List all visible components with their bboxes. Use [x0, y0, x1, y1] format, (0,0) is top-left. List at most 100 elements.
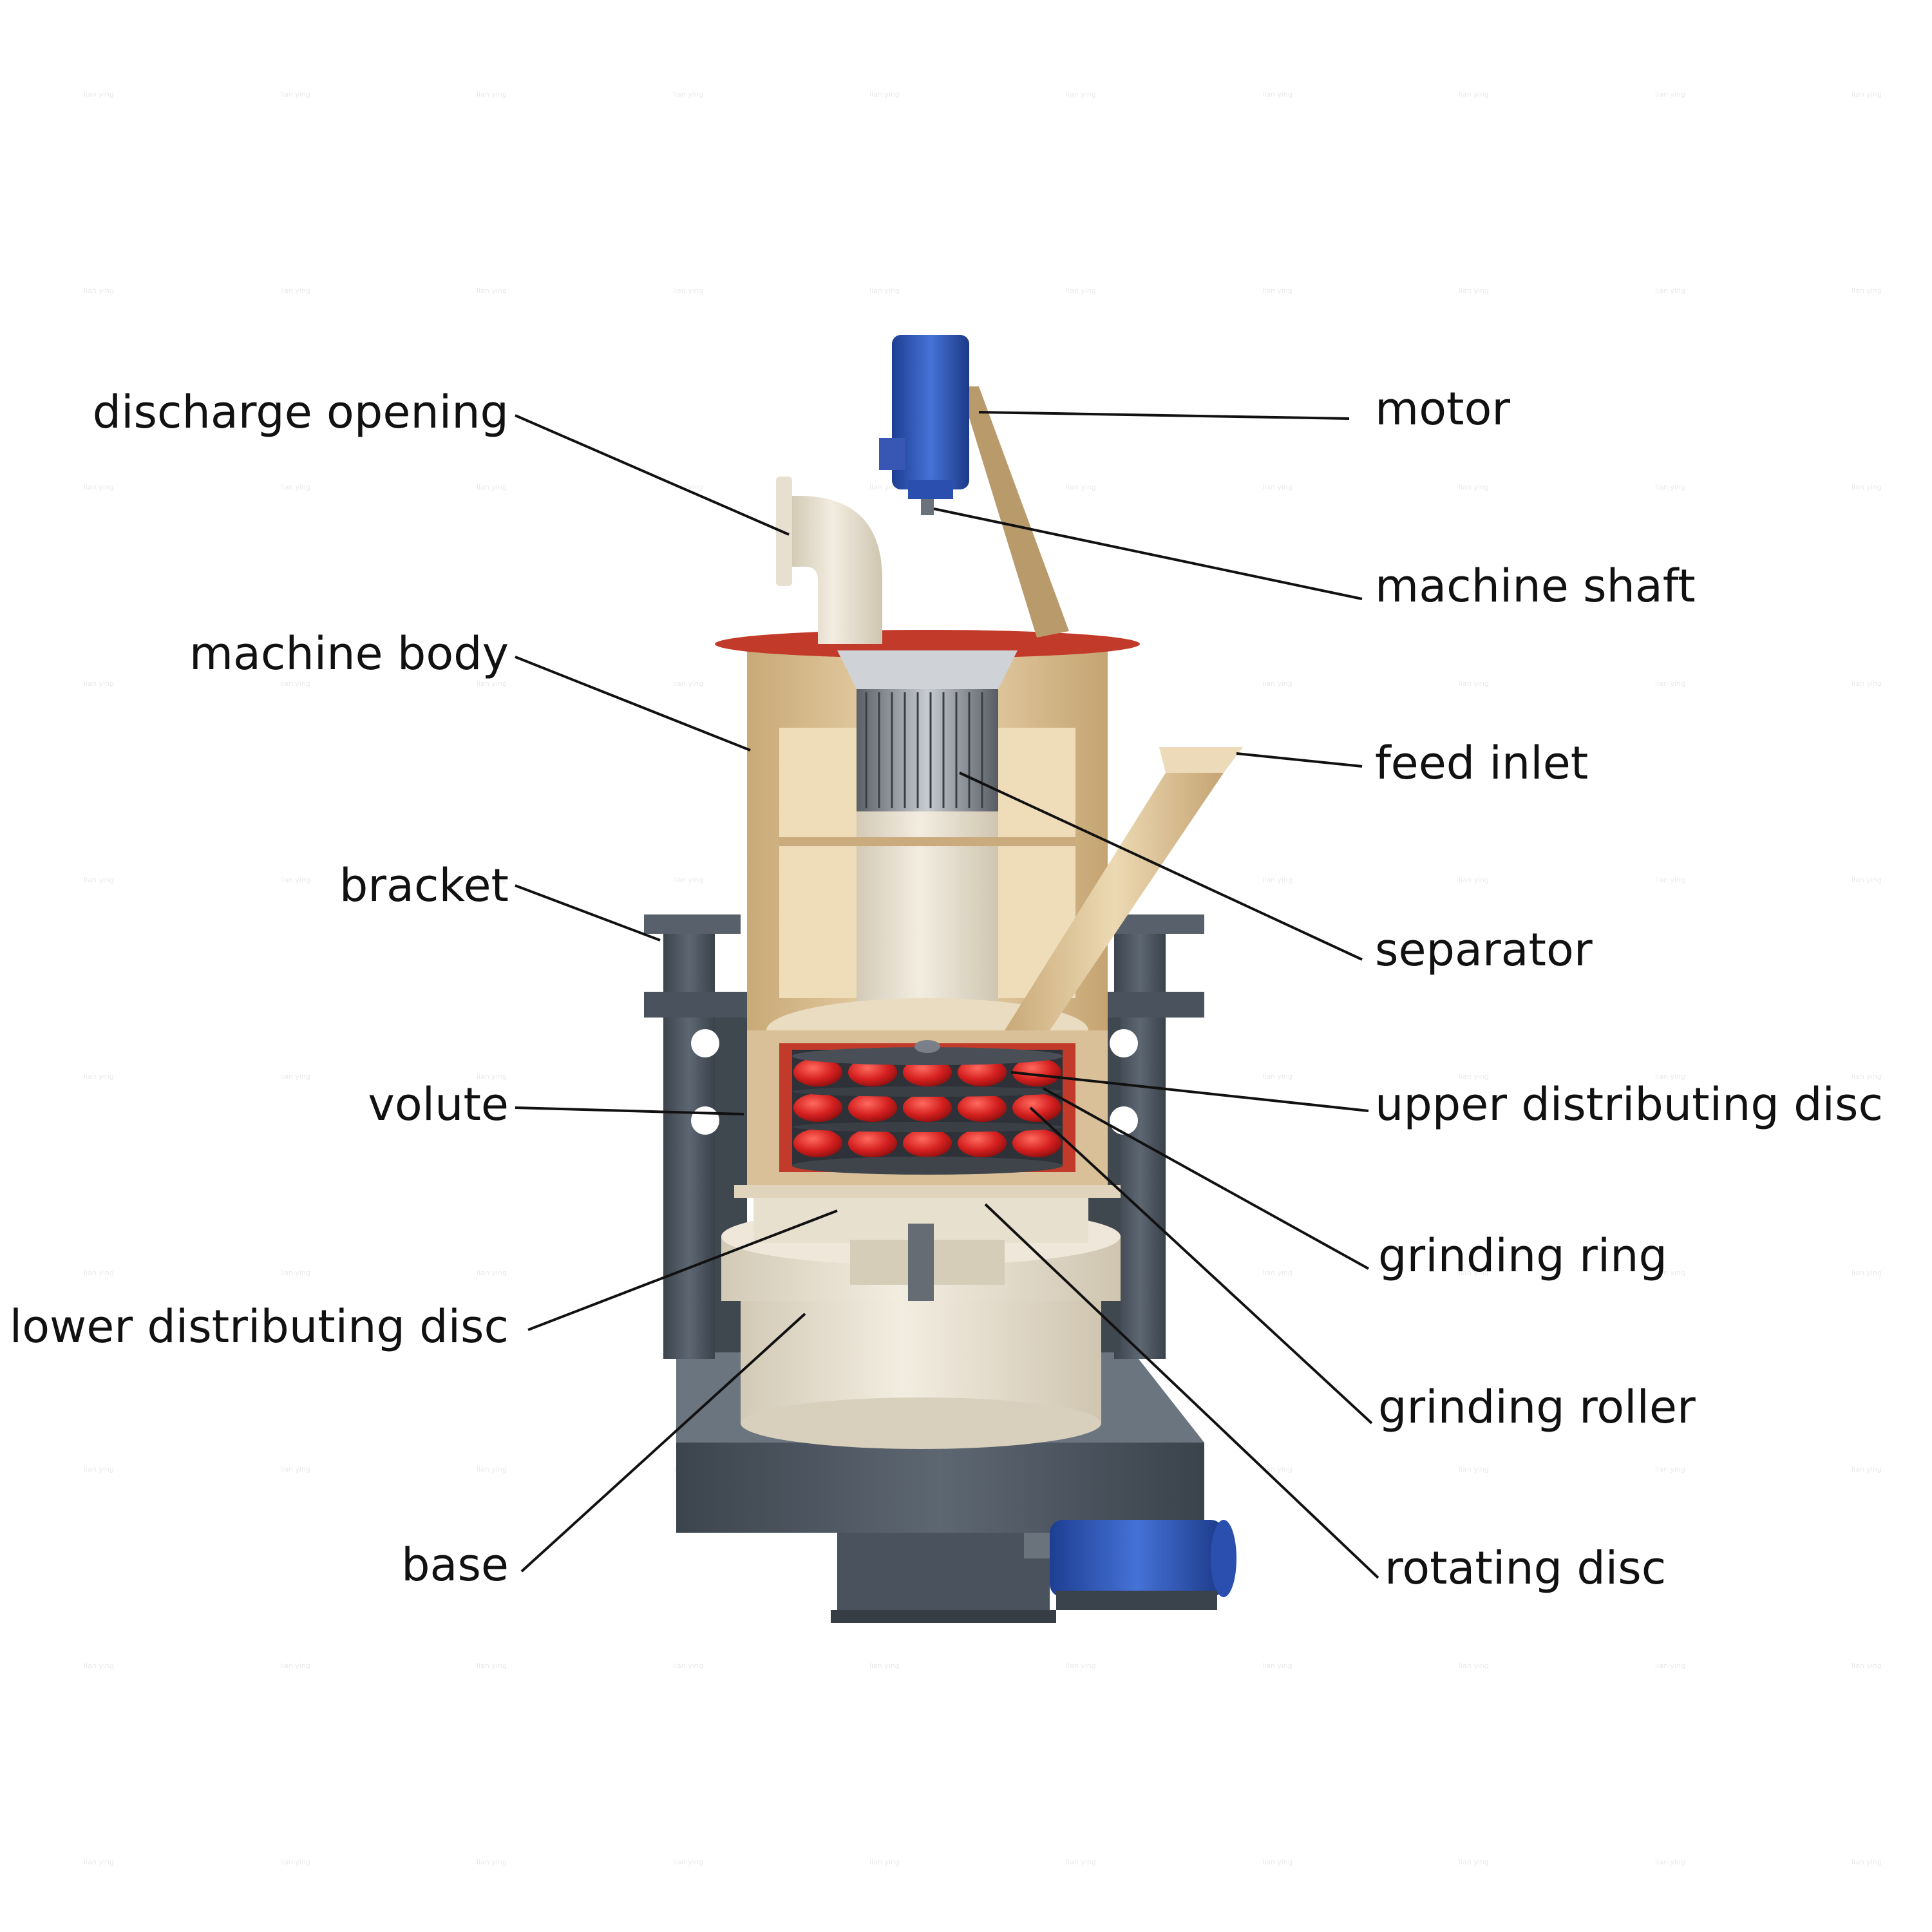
watermark-text: lian ying — [1459, 483, 1489, 491]
watermark-text: lian ying — [1262, 876, 1293, 884]
watermark-text: lian ying — [477, 1858, 507, 1866]
watermark-text: lian ying — [1655, 679, 1685, 688]
label-bracket: bracket — [339, 859, 509, 912]
watermark-text: lian ying — [477, 483, 507, 491]
watermark-text: lian ying — [1066, 1662, 1096, 1670]
watermark-text: lian ying — [1459, 1858, 1489, 1866]
watermark-text: lian ying — [1655, 1465, 1685, 1473]
watermark-text: lian ying — [477, 876, 507, 884]
label-feed-inlet: feed inlet — [1375, 737, 1589, 790]
label-separator: separator — [1375, 923, 1593, 976]
watermark-text: lian ying — [84, 483, 114, 491]
feed-chute — [1005, 747, 1243, 1030]
watermark-text: lian ying — [673, 287, 703, 295]
label-machine-shaft: machine shaft — [1375, 560, 1696, 612]
watermark-text: lian ying — [1459, 287, 1489, 295]
leader-lines — [515, 411, 1379, 1579]
top-motor — [879, 335, 969, 515]
watermark-text: lian ying — [280, 1269, 310, 1277]
watermark-text: lian ying — [1852, 483, 1882, 491]
watermark-text: lian ying — [1262, 287, 1293, 295]
watermark-text: lian ying — [1852, 1072, 1882, 1081]
watermark-text: lian ying — [1852, 1465, 1882, 1473]
watermark-text: lian ying — [1459, 90, 1489, 99]
watermark-text: lian ying — [280, 90, 310, 99]
watermark-text: lian ying — [869, 287, 900, 295]
label-motor: motor — [1375, 383, 1511, 435]
watermark-text: lian ying — [1852, 287, 1882, 295]
watermark-text: lian ying — [1852, 679, 1882, 688]
label-discharge-opening: discharge opening — [92, 386, 509, 439]
label-upper-distributing-disc: upper distributing disc — [1375, 1078, 1883, 1131]
watermark-text: lian ying — [1852, 1662, 1882, 1670]
watermark-text: lian ying — [1262, 90, 1293, 99]
watermark-text: lian ying — [84, 287, 114, 295]
watermark-text: lian ying — [477, 679, 507, 688]
watermark-text: lian ying — [1655, 287, 1685, 295]
volute-ring — [734, 1185, 1121, 1198]
label-rotating-disc: rotating disc — [1385, 1542, 1667, 1595]
watermark-text: lian ying — [280, 1858, 310, 1866]
watermark-text: lian ying — [1852, 1858, 1882, 1866]
watermark-text: lian ying — [84, 679, 114, 688]
watermark-text: lian ying — [1459, 1662, 1489, 1670]
watermark-text: lian ying — [1262, 1858, 1293, 1866]
watermark-text: lian ying — [1655, 483, 1685, 491]
grinding-chamber — [779, 1040, 1075, 1175]
label-grinding-roller: grinding roller — [1378, 1381, 1696, 1434]
watermark-text: lian ying — [673, 90, 703, 99]
watermark-text: lian ying — [477, 1662, 507, 1670]
watermark-text: lian ying — [477, 287, 507, 295]
watermark-text: lian ying — [1262, 483, 1293, 491]
watermark-text: lian ying — [280, 287, 310, 295]
watermark-text: lian ying — [477, 1072, 507, 1081]
watermark-text: lian ying — [673, 1662, 703, 1670]
watermark-text: lian ying — [1459, 1465, 1489, 1473]
watermark-text: lian ying — [869, 90, 900, 99]
watermark-text: lian ying — [1262, 679, 1293, 688]
watermark-text: lian ying — [280, 1662, 310, 1670]
watermark-text: lian ying — [1262, 1072, 1293, 1081]
lower-casing — [721, 1198, 1121, 1449]
watermark-text: lian ying — [1655, 1662, 1685, 1670]
watermark-text: lian ying — [673, 1858, 703, 1866]
watermark-text: lian ying — [84, 876, 114, 884]
separator-shape — [837, 650, 1018, 811]
watermark-text: lian ying — [673, 876, 703, 884]
watermark-text: lian ying — [1852, 1269, 1882, 1277]
bottom-motor — [1024, 1520, 1236, 1610]
watermark-text: lian ying — [1655, 1269, 1685, 1277]
watermark-text: lian ying — [1066, 287, 1096, 295]
watermark-text: lian ying — [1459, 679, 1489, 688]
watermark-text: lian ying — [1655, 1858, 1685, 1866]
watermark-text: lian ying — [84, 1858, 114, 1866]
watermark-text: lian ying — [280, 1072, 310, 1081]
watermark-text: lian ying — [869, 1662, 900, 1670]
watermark-text: lian ying — [1262, 1662, 1293, 1670]
label-volute: volute — [368, 1078, 509, 1131]
watermark-text: lian ying — [477, 1465, 507, 1473]
watermark-text: lian ying — [280, 876, 310, 884]
watermark-text: lian ying — [673, 679, 703, 688]
watermark-text: lian ying — [280, 1465, 310, 1473]
watermark-text: lian ying — [477, 90, 507, 99]
watermark-text: lian ying — [477, 1269, 507, 1277]
watermark-text: lian ying — [1262, 1465, 1293, 1473]
watermark-text: lian ying — [84, 1465, 114, 1473]
watermark-text: lian ying — [869, 483, 900, 491]
watermark-text: lian ying — [1655, 876, 1685, 884]
watermark-text: lian ying — [673, 483, 703, 491]
motor-strut — [960, 386, 1069, 638]
label-machine-body: machine body — [189, 627, 509, 680]
watermark-text: lian ying — [1459, 876, 1489, 884]
watermark-text: lian ying — [869, 1858, 900, 1866]
watermark-text: lian ying — [1852, 90, 1882, 99]
watermark-text: lian ying — [1459, 1072, 1489, 1081]
watermark-text: lian ying — [84, 90, 114, 99]
watermark-text: lian ying — [1066, 90, 1096, 99]
watermark-text: lian ying — [1066, 1858, 1096, 1866]
watermark-text: lian ying — [84, 1269, 114, 1277]
watermark-text: lian ying — [84, 1662, 114, 1670]
